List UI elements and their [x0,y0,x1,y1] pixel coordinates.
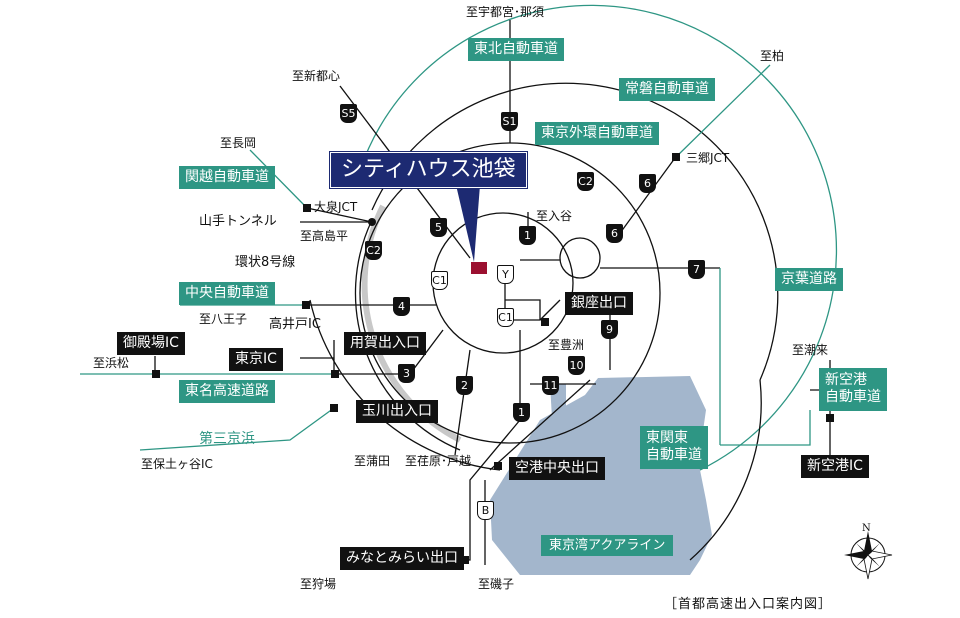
minatomirai-exit-label: みなとみらい出口 [340,547,464,570]
isogo-label: 至磯子 [478,577,515,591]
route-marker: B [477,501,494,520]
keiyo-road-label: 京葉道路 [775,268,843,291]
route-marker: 3 [398,364,415,383]
route-marker: S5 [340,104,357,123]
route-marker: 7 [688,260,705,279]
route-marker: 1 [513,403,530,422]
joban-expressway-label: 常磐自動車道 [619,78,715,101]
svg-text:N: N [862,523,871,534]
kuko-chuo-exit-label: 空港中央出口 [509,457,605,480]
higashi-kanto-expressway-label: 東関東 自動車道 [640,426,708,469]
route-marker: 9 [601,320,618,339]
route-marker: C1 [497,308,514,327]
misato-jct-label: 三郷JCT [686,151,730,165]
route-marker: C1 [431,271,448,290]
route-marker: Y [497,265,514,284]
hamamatsu-label: 至浜松 [93,356,130,370]
toyosu-label: 至豊洲 [548,338,585,352]
gaikan-expressway-label: 東京外環自動車道 [535,122,659,145]
tomei-expressway-label: 東名高速道路 [179,380,275,403]
ginza-exit-label: 銀座出口 [565,292,633,315]
map-caption: ［首都高速出入口案内図］ [664,597,833,612]
building-pointer [456,185,480,262]
utsunomiya-label: 至宇都宮･那須 [466,5,545,19]
chuo-expressway-label: 中央自動車道 [179,282,275,305]
daisan-keihin-label: 第三京浜 [199,431,255,447]
aqua-line-label: 東京湾アクアライン [541,535,674,556]
kanjo8-label: 環状8号線 [235,255,296,270]
route-marker: 11 [542,376,559,395]
route-marker: 5 [430,218,447,237]
building-name-label: シティハウス池袋 [330,152,527,188]
yamate-tunnel-label: 山手トンネル [199,214,277,229]
compass-icon: N [844,523,893,580]
shiokuru-label: 至潮来 [792,343,829,357]
kashiwa-label: 至柏 [760,49,785,63]
youga-exit-label: 用賀出入口 [344,332,426,355]
route-marker: 4 [393,297,410,316]
shinkuko-expressway-label: 新空港 自動車道 [819,368,887,411]
building-marker [471,262,487,274]
kamata-label: 至蒲田 [354,454,391,468]
shinjuku-label: 至新都心 [292,69,341,83]
tohoku-expressway-label: 東北自動車道 [468,38,564,61]
nagaoka-label: 至長岡 [220,136,257,150]
kanetsu-expressway-label: 関越自動車道 [179,166,275,189]
route-marker: C2 [365,241,382,260]
route-marker: S1 [501,112,518,131]
shinkuko-ic-label: 新空港IC [801,455,869,478]
karibaba-label: 至狩場 [300,577,337,591]
route-marker: 1 [519,226,536,245]
takaido-ic-label: 高井戸IC [269,317,321,332]
hodogaya-label: 至保土ヶ谷IC [141,457,213,471]
route-marker: 10 [568,356,585,375]
route-marker: 2 [456,376,473,395]
takashimadaira-label: 至高島平 [300,229,349,243]
hachioji-label: 至八王子 [199,312,248,326]
tokyo-ic-label: 東京IC [229,348,283,371]
route-marker: C2 [577,172,594,191]
iriya-label: 至入谷 [536,209,573,223]
oizumi-jct-label: 大泉JCT [314,200,358,214]
route-marker: 6 [639,174,656,193]
tamagawa-exit-label: 玉川出入口 [356,400,438,423]
ebara-togoshi-label: 至荏原･戸越 [405,454,472,468]
route-marker: 6 [606,224,623,243]
gotenba-ic-label: 御殿場IC [117,332,185,355]
